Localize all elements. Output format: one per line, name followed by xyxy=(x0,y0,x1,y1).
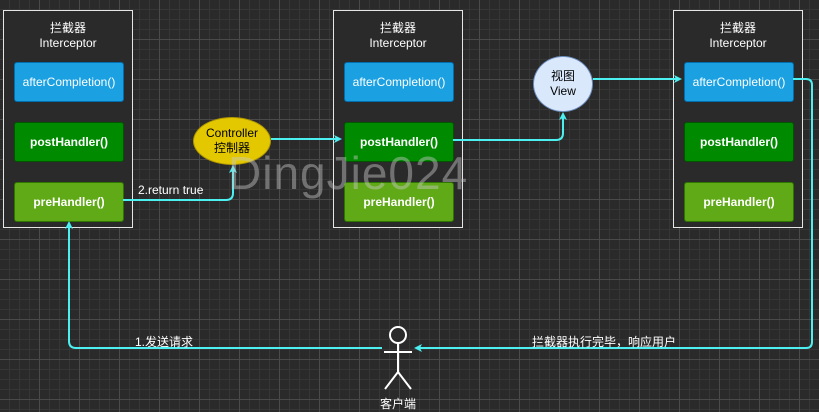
panel-title-en: Interceptor xyxy=(39,36,97,50)
pre-handler-box: preHandler() xyxy=(684,182,794,222)
arrow-after-to-client xyxy=(414,78,813,352)
panel-title-cn: 拦截器 xyxy=(719,21,756,35)
panel-title-en: Interceptor xyxy=(369,36,427,50)
response-label: 拦截器执行完毕，响应用户 xyxy=(532,335,677,349)
after-completion-box: afterCompletion() xyxy=(344,62,454,102)
return-true-label: 2.return true xyxy=(138,183,204,197)
panel-title-cn: 拦截器 xyxy=(379,21,416,35)
interceptor-panel-2: 拦截器 Interceptor afterCompletion() postHa… xyxy=(333,10,463,228)
controller-node: Controller 控制器 xyxy=(193,117,271,165)
arrow-post-to-view xyxy=(453,112,567,141)
controller-label-en: Controller xyxy=(205,126,259,140)
arrow-client-to-pre xyxy=(65,221,382,349)
panel-title: 拦截器 Interceptor xyxy=(334,21,462,51)
post-handler-box: postHandler() xyxy=(344,122,454,162)
send-request-label: 1.发送请求 xyxy=(135,335,194,349)
post-handler-box: postHandler() xyxy=(14,122,124,162)
view-label-en: View xyxy=(550,84,576,98)
client-actor-icon xyxy=(384,326,412,390)
panel-title-cn: 拦截器 xyxy=(49,21,86,35)
view-label-cn: 视图 xyxy=(550,69,575,83)
client-label: 客户端 xyxy=(380,397,417,411)
panel-title-en: Interceptor xyxy=(709,36,767,50)
panel-title: 拦截器 Interceptor xyxy=(674,21,802,51)
post-handler-box: postHandler() xyxy=(684,122,794,162)
interceptor-panel-1: 拦截器 Interceptor afterCompletion() postHa… xyxy=(3,10,133,228)
pre-handler-box: preHandler() xyxy=(344,182,454,222)
panel-title: 拦截器 Interceptor xyxy=(4,21,132,51)
view-node: 视图 View xyxy=(533,56,593,112)
after-completion-box: afterCompletion() xyxy=(14,62,124,102)
after-completion-box: afterCompletion() xyxy=(684,62,794,102)
interceptor-panel-3: 拦截器 Interceptor afterCompletion() postHa… xyxy=(673,10,803,228)
controller-label-cn: 控制器 xyxy=(213,141,250,155)
pre-handler-box: preHandler() xyxy=(14,182,124,222)
arrow-return-true xyxy=(123,165,237,201)
